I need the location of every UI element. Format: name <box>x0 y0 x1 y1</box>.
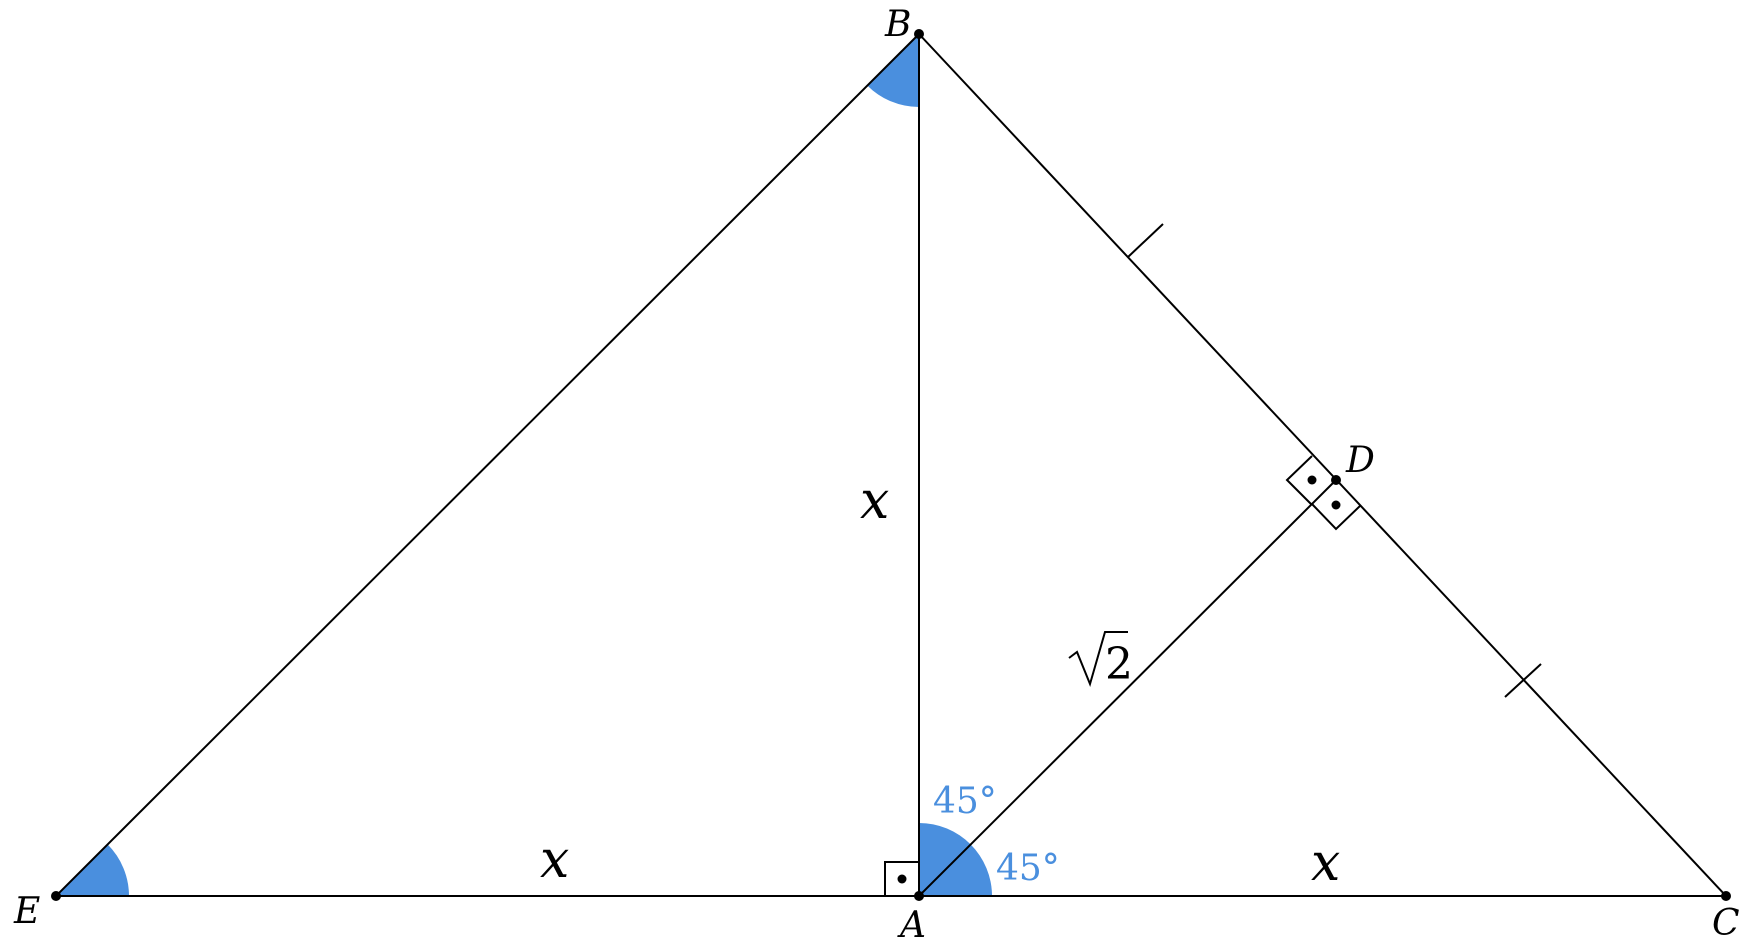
label-point-E: E <box>13 891 40 932</box>
angle-E-sector <box>56 844 129 896</box>
point-C <box>1721 891 1731 901</box>
right-angle-marker-A <box>884 861 919 896</box>
label-point-A: A <box>897 905 926 945</box>
right-angle-dot-A <box>897 874 907 884</box>
right-angle-dot-D-upper <box>1307 475 1317 485</box>
tick-mark-BD <box>1127 223 1164 258</box>
segment-BC <box>918 33 1727 897</box>
angle-B-sector <box>867 34 919 107</box>
label-segment-AB: x <box>860 471 889 531</box>
radical-sign <box>1068 631 1128 688</box>
right-angle-marker-D-upper <box>1285 455 1313 505</box>
segment-AD <box>918 479 1337 897</box>
tick-mark-DC <box>1504 663 1542 698</box>
segment-EB <box>55 33 920 897</box>
label-point-D: D <box>1345 440 1375 481</box>
label-segment-AD-radicand: 2 <box>1105 639 1133 690</box>
label-point-B: B <box>884 4 911 45</box>
right-angle-dot-D-lower <box>1331 500 1341 510</box>
right-angle-marker-D-lower <box>1311 503 1362 531</box>
label-segment-AC: x <box>1311 833 1340 893</box>
label-point-C: C <box>1712 903 1740 944</box>
label-segment-AD: 2 <box>1068 631 1133 690</box>
label-angle-DAC: 45° <box>996 848 1060 889</box>
point-A <box>914 891 924 901</box>
point-B <box>914 29 924 39</box>
label-angle-BAD: 45° <box>933 781 997 822</box>
label-segment-EA: x <box>540 830 569 890</box>
point-D <box>1331 475 1341 485</box>
point-E <box>51 891 61 901</box>
